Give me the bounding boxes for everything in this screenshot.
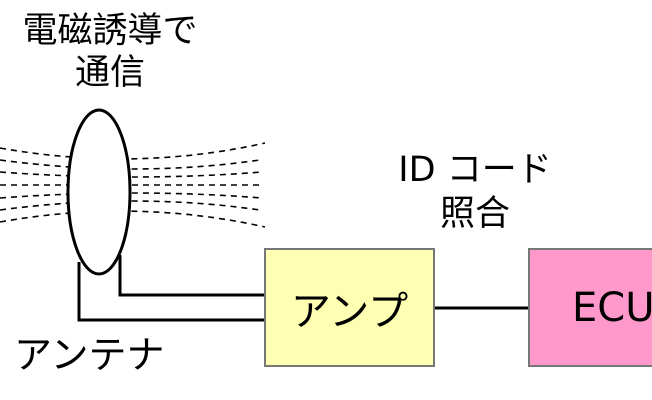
field-line	[0, 192, 263, 199]
field-line	[0, 210, 266, 228]
antenna-label: アンテナ	[14, 333, 165, 377]
ecu-label: ECU	[572, 284, 652, 331]
field-line	[0, 142, 266, 160]
id-code-label-line1: ID コード	[398, 150, 552, 190]
antenna-lead-inner	[118, 255, 265, 297]
field-line	[0, 171, 263, 178]
communication-label-line1: 電磁誘導で	[22, 11, 198, 51]
id-code-label: ID コード 照合	[395, 148, 555, 236]
antenna-loop	[66, 108, 132, 276]
amplifier-box: アンプ	[264, 248, 435, 367]
field-lines	[0, 142, 266, 228]
amplifier-label: アンプ	[290, 288, 409, 335]
id-code-label-line2: 照合	[439, 194, 510, 234]
field-line	[0, 159, 261, 170]
communication-label-line2: 通信	[74, 53, 145, 93]
antenna-lead-outer	[77, 262, 265, 322]
ecu-box: ECU	[528, 248, 652, 367]
communication-label: 電磁誘導で 通信	[6, 10, 214, 94]
field-line	[0, 200, 261, 211]
